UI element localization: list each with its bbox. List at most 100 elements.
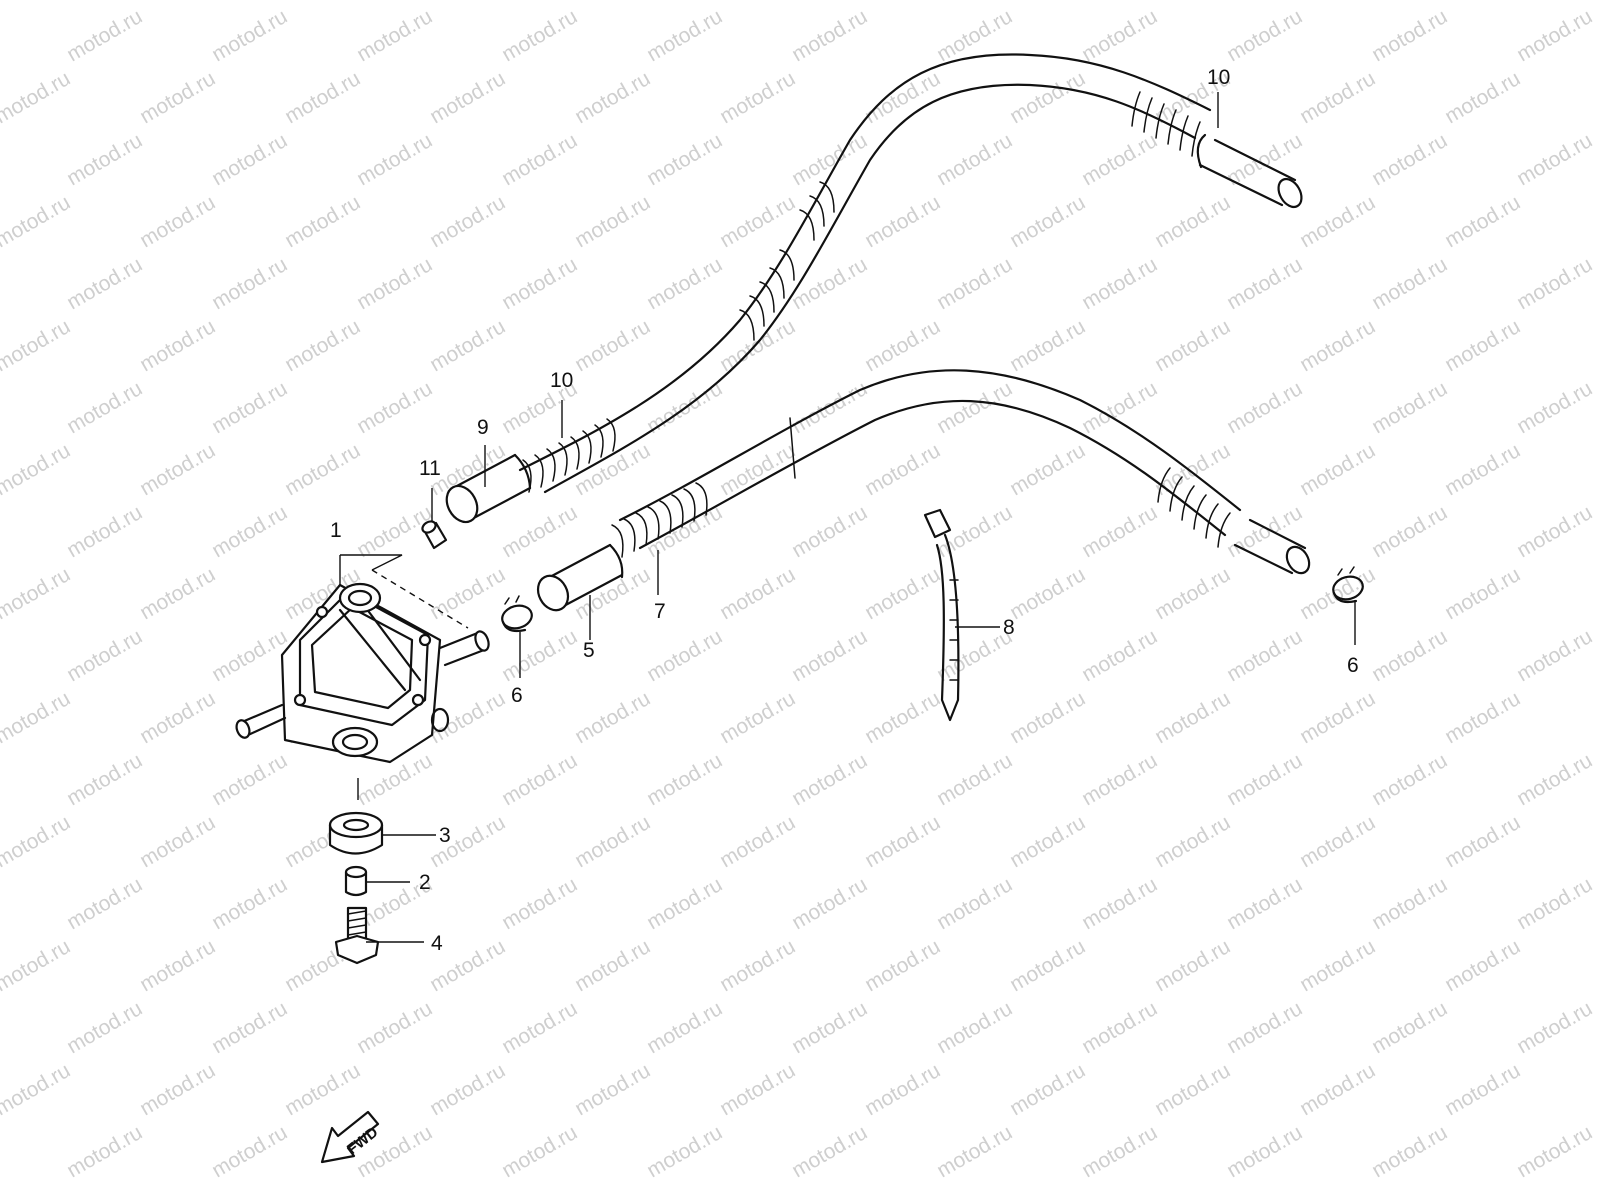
- watermark-text: motod.ru: [861, 687, 944, 748]
- watermark-text: motod.ru: [1441, 1059, 1524, 1120]
- watermark-text: motod.ru: [1296, 439, 1379, 500]
- callout-8: 8: [1003, 616, 1015, 639]
- watermark-text: motod.ru: [0, 687, 74, 748]
- watermark-text: motod.ru: [571, 935, 654, 996]
- watermark-text: motod.ru: [1006, 315, 1089, 376]
- callout-5: 5: [583, 639, 595, 662]
- watermark-text: motod.ru: [426, 563, 509, 624]
- watermark-text: motod.ru: [0, 191, 74, 252]
- watermark-text: motod.ru: [1441, 811, 1524, 872]
- watermark-text: motod.ru: [1223, 377, 1306, 438]
- watermark-text: motod.ru: [1006, 687, 1089, 748]
- watermark-text: motod.ru: [1513, 1121, 1596, 1182]
- watermark-text: motod.ru: [426, 315, 509, 376]
- watermark-text: motod.ru: [136, 935, 219, 996]
- watermark-text: motod.ru: [426, 67, 509, 128]
- callout-2: 2: [419, 871, 431, 894]
- watermark-text: motod.ru: [933, 377, 1016, 438]
- callout-3: 3: [439, 824, 451, 847]
- watermark-text: motod.ru: [353, 5, 436, 66]
- watermark-text: motod.ru: [1006, 1059, 1089, 1120]
- watermark-text: motod.ru: [571, 811, 654, 872]
- watermark-text: motod.ru: [861, 935, 944, 996]
- watermark-text: motod.ru: [498, 997, 581, 1058]
- watermark-text: motod.ru: [281, 315, 364, 376]
- watermark-text: motod.ru: [136, 67, 219, 128]
- watermark-text: motod.ru: [0, 935, 74, 996]
- watermark-text: motod.ru: [1078, 625, 1161, 686]
- callout-labels: 1 2 3 4 5 6 6 7 8 9 10 10 11: [330, 66, 1359, 955]
- watermark-text: motod.ru: [1513, 749, 1596, 810]
- watermark-text: motod.ru: [643, 873, 726, 934]
- watermark-text: motod.ru: [1078, 997, 1161, 1058]
- watermark-text: motod.ru: [933, 873, 1016, 934]
- watermark-text: motod.ru: [933, 129, 1016, 190]
- watermark-text: motod.ru: [1513, 377, 1596, 438]
- watermark-text: motod.ru: [208, 253, 291, 314]
- watermark-text: motod.ru: [1223, 625, 1306, 686]
- watermark-text: motod.ru: [63, 253, 146, 314]
- watermark-text: motod.ru: [1441, 935, 1524, 996]
- watermark-text: motod.ru: [498, 625, 581, 686]
- watermark-text: motod.ru: [643, 749, 726, 810]
- watermark-text: motod.ru: [1368, 1121, 1451, 1182]
- watermark-text: motod.ru: [1368, 129, 1451, 190]
- corrugation-left: [611, 482, 708, 558]
- watermark-text: motod.ru: [1513, 625, 1596, 686]
- collar-2: [344, 865, 368, 897]
- watermark-text: motod.ru: [1296, 191, 1379, 252]
- watermark-text: motod.ru: [498, 873, 581, 934]
- callout-10-lower: 10: [550, 369, 573, 392]
- fuel-pump-1: [235, 582, 490, 764]
- watermark-text: motod.ru: [716, 563, 799, 624]
- corrugation-upper: [1131, 91, 1201, 157]
- watermark-text: motod.ru: [426, 1059, 509, 1120]
- cap-11: [421, 520, 448, 550]
- watermark-text: motod.ru: [1223, 1121, 1306, 1182]
- watermark-text: motod.ru: [571, 563, 654, 624]
- watermark-text: motod.ru: [716, 1059, 799, 1120]
- watermark-text: motod.ru: [788, 873, 871, 934]
- watermark-text: motod.ru: [1296, 315, 1379, 376]
- watermark-text: motod.ru: [0, 1059, 74, 1120]
- watermark-text: motod.ru: [1368, 873, 1451, 934]
- watermark-text: motod.ru: [63, 377, 146, 438]
- watermark-text: motod.ru: [571, 191, 654, 252]
- watermark-text: motod.ru: [861, 67, 944, 128]
- watermark-text: motod.ru: [1441, 67, 1524, 128]
- watermark-text: motod.ru: [1296, 563, 1379, 624]
- watermark-text: motod.ru: [498, 5, 581, 66]
- watermark-text: motod.ru: [716, 811, 799, 872]
- watermark-text: motod.ru: [281, 1059, 364, 1120]
- watermark-text: motod.ru: [1296, 1059, 1379, 1120]
- watermark-text: motod.ru: [1006, 811, 1089, 872]
- watermark-text: motod.ru: [208, 997, 291, 1058]
- watermark-text: motod.ru: [1296, 67, 1379, 128]
- watermark-text: motod.ru: [1078, 1121, 1161, 1182]
- watermark-text: motod.ru: [788, 1121, 871, 1182]
- watermark-text: motod.ru: [1151, 439, 1234, 500]
- watermark-text: motod.ru: [788, 749, 871, 810]
- watermark-text: motod.ru: [0, 315, 74, 376]
- watermark-text: motod.ru: [1006, 67, 1089, 128]
- watermark-text: motod.ru: [643, 501, 726, 562]
- watermark-text: motod.ru: [1006, 191, 1089, 252]
- watermark-text: motod.ru: [63, 873, 146, 934]
- callout-11: 11: [419, 457, 441, 480]
- watermark-text: motod.ru: [1441, 315, 1524, 376]
- watermark-text: motod.ru: [861, 811, 944, 872]
- callout-6-left: 6: [511, 684, 523, 707]
- watermark-text: motod.ru: [136, 191, 219, 252]
- watermark-text: motod.ru: [63, 625, 146, 686]
- watermark-text: motod.ru: [63, 129, 146, 190]
- watermark-text: motod.ru: [643, 625, 726, 686]
- watermark-text: motod.ru: [1078, 129, 1161, 190]
- bolt-4: [334, 906, 380, 965]
- watermark-text: motod.ru: [136, 687, 219, 748]
- watermark-text: motod.ru: [933, 997, 1016, 1058]
- watermark-text: motod.ru: [1078, 5, 1161, 66]
- watermark-text: motod.ru: [208, 377, 291, 438]
- watermark-text: motod.ru: [716, 439, 799, 500]
- watermark-text: motod.ru: [1151, 191, 1234, 252]
